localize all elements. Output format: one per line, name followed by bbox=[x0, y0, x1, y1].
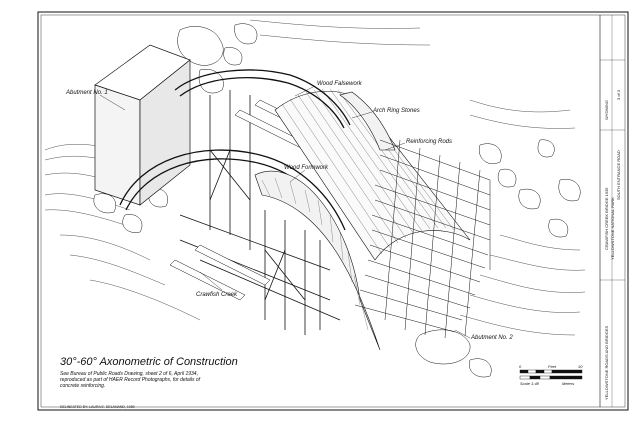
arch-stone-hatch bbox=[261, 177, 369, 331]
leader-lines bbox=[99, 85, 471, 339]
inner-border bbox=[40, 14, 626, 408]
title-block-park: YELLOWSTONE NATIONAL PARK bbox=[610, 197, 615, 260]
scale-zero: 0 bbox=[519, 364, 522, 369]
reinforcing-rods bbox=[354, 139, 491, 339]
label-reinforcing-rods: Reinforcing Rods bbox=[406, 139, 453, 145]
label-abutment-1: Abutment No. 1 bbox=[66, 90, 108, 96]
label-wood-falsework: Wood Falsework bbox=[317, 81, 362, 87]
label-arch-ring-stones: Arch Ring Stones bbox=[373, 108, 420, 114]
arch-ring-stones bbox=[254, 91, 396, 351]
note-line: reproduced as part of HAER Record Photog… bbox=[60, 377, 201, 383]
title-block-location: SOUTH ENTRANCE ROAD bbox=[616, 150, 621, 200]
rocks-top bbox=[93, 23, 581, 378]
scale-ratio: Scale 1:48 bbox=[520, 381, 539, 386]
label-crawfish-creek: Crawfish Creek bbox=[196, 292, 238, 298]
scale-feet-label: Feet bbox=[548, 364, 557, 369]
title-block-series: YELLOWSTONE ROADS AND BRIDGES bbox=[604, 325, 609, 400]
falsework-arches bbox=[119, 69, 351, 234]
title-block-state: WYOMING bbox=[604, 100, 609, 120]
wood-formwork bbox=[274, 88, 471, 261]
scale-bar bbox=[519, 369, 583, 380]
note-line: concrete reinforcing. bbox=[60, 383, 106, 389]
abutment-1 bbox=[94, 44, 191, 206]
scale-feet-value: 10 bbox=[578, 364, 583, 369]
label-abutment-2: Abutment No. 2 bbox=[471, 335, 513, 341]
outer-border bbox=[37, 11, 629, 411]
label-wood-formwork: Wood Formwork bbox=[284, 165, 329, 171]
drawing-title: 30°-60° Axonometric of Construction bbox=[60, 356, 238, 368]
creek-bank-right bbox=[249, 19, 586, 336]
note-line: See Bureau of Public Roads Drawing, shee… bbox=[60, 371, 198, 377]
title-block-bridge-name: CRAWFISH CREEK BRIDGE 1935 bbox=[604, 187, 609, 250]
title-block-sheet: 3 of 3 bbox=[616, 89, 621, 100]
delineator-credit: DELINEATED BY: LAURA E. DELANAND, 1989 bbox=[60, 405, 135, 409]
scale-meters-label: Meters bbox=[562, 381, 575, 386]
drawing-note: See Bureau of Public Roads Drawing, shee… bbox=[60, 371, 210, 389]
